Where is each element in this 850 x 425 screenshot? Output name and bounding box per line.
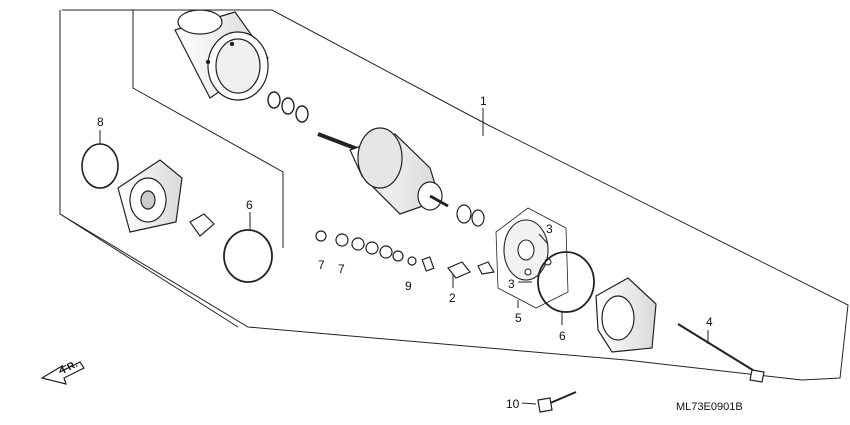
- armature: [317, 127, 449, 215]
- front-direction-arrow: [40, 361, 85, 385]
- leader-lines: [99, 108, 709, 405]
- drawing-code: ML73E0901B: [676, 401, 743, 413]
- direction-label: FR.: [60, 359, 80, 376]
- assembly-frame: [59, 9, 849, 381]
- callout-10: 10: [506, 397, 520, 411]
- washer-set-upper: [267, 91, 309, 123]
- small-parts-row: [315, 204, 495, 279]
- callout-1: 1: [480, 94, 487, 108]
- callout-8: 8: [97, 115, 104, 129]
- callout-6-right: 6: [559, 329, 566, 343]
- callout-5: 5: [515, 311, 522, 325]
- callout-2: 2: [449, 291, 456, 305]
- callout-3-lower: 3: [508, 277, 515, 291]
- bolts: [537, 323, 765, 413]
- callout-3-upper: 3: [546, 222, 553, 236]
- front-cover: [81, 143, 273, 283]
- rear-cover: [537, 251, 657, 353]
- callout-4: 4: [706, 315, 713, 329]
- motor-yoke: [174, 9, 269, 101]
- brush-holder: [495, 207, 569, 309]
- callout-7-left: 7: [318, 258, 325, 272]
- callout-7-right: 7: [338, 262, 345, 276]
- callout-9: 9: [405, 279, 412, 293]
- callout-6-left: 6: [246, 198, 253, 212]
